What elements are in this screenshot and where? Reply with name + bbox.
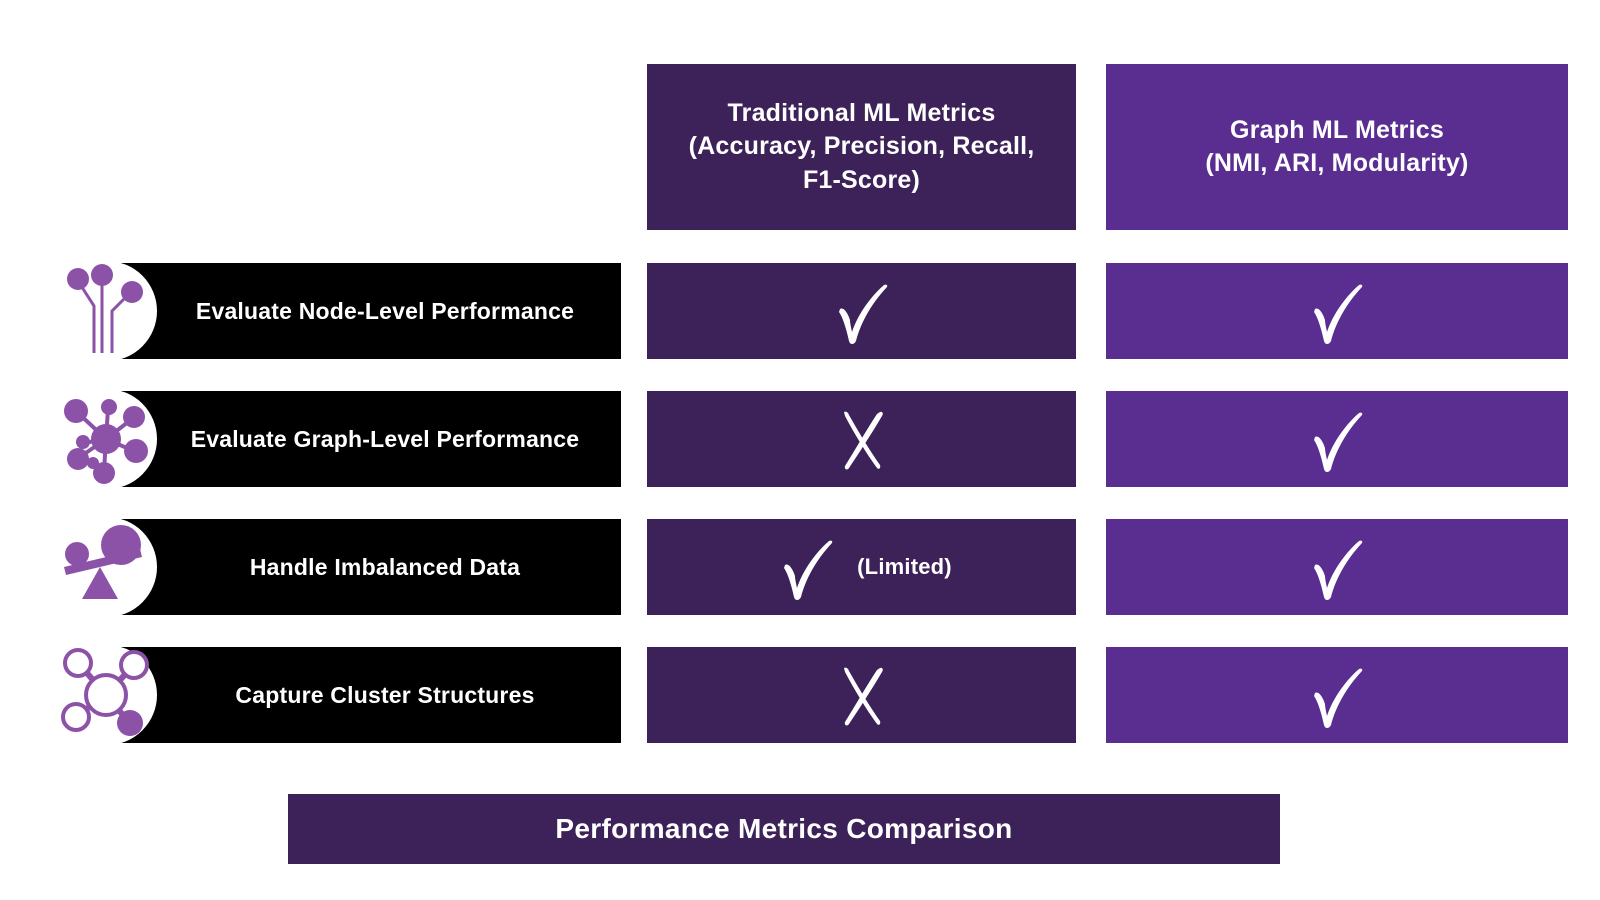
check-mark-icon	[1314, 284, 1363, 344]
cell-graph-row-2	[1106, 391, 1568, 487]
cell-note-limited: (Limited)	[857, 554, 952, 579]
cell-traditional-row-4	[647, 647, 1076, 743]
cell-traditional-row-1	[647, 263, 1076, 359]
cell-traditional-row-3: (Limited)	[647, 519, 1076, 615]
row-label-handle-imbalanced-data: Handle Imbalanced Data	[57, 517, 621, 617]
column-header-line-2: (Accuracy, Precision, Recall,	[688, 132, 1035, 161]
check-mark-icon	[1314, 540, 1363, 600]
footer-title-bar: Performance Metrics Comparison	[288, 794, 1280, 864]
column-header-graph-ml-metrics: Graph ML Metrics (NMI, ARI, Modularity)	[1106, 64, 1568, 230]
cell-graph-row-4	[1106, 647, 1568, 743]
column-header-traditional-ml-metrics: Traditional ML Metrics (Accuracy, Precis…	[647, 64, 1076, 230]
cell-traditional-row-2	[647, 391, 1076, 487]
column-header-line-1: Traditional ML Metrics	[727, 99, 996, 128]
check-mark-icon	[784, 540, 833, 600]
cell-graph-row-1	[1106, 263, 1568, 359]
cross-mark-icon	[843, 411, 883, 470]
check-mark-icon	[1314, 668, 1363, 728]
column-header-line-1: Graph ML Metrics	[1230, 115, 1444, 144]
row-label-text: Capture Cluster Structures	[235, 681, 535, 708]
column-header-line-3: F1-Score)	[802, 165, 921, 194]
cross-mark-icon	[843, 667, 883, 726]
cell-graph-row-3	[1106, 519, 1568, 615]
row-label-evaluate-graph-level-performance: Evaluate Graph-Level Performance	[57, 389, 621, 489]
row-label-text: Evaluate Graph-Level Performance	[190, 425, 580, 452]
check-mark-icon	[838, 284, 887, 344]
column-header-line-2: (NMI, ARI, Modularity)	[1205, 149, 1469, 177]
row-label-evaluate-node-level-performance: Evaluate Node-Level Performance	[57, 261, 621, 361]
row-label-capture-cluster-structures: Capture Cluster Structures	[57, 645, 621, 745]
check-mark-icon	[1314, 412, 1363, 472]
footer-title-text: Performance Metrics Comparison	[555, 813, 1013, 844]
row-label-text: Evaluate Node-Level Performance	[195, 297, 575, 324]
row-label-text: Handle Imbalanced Data	[249, 553, 521, 580]
